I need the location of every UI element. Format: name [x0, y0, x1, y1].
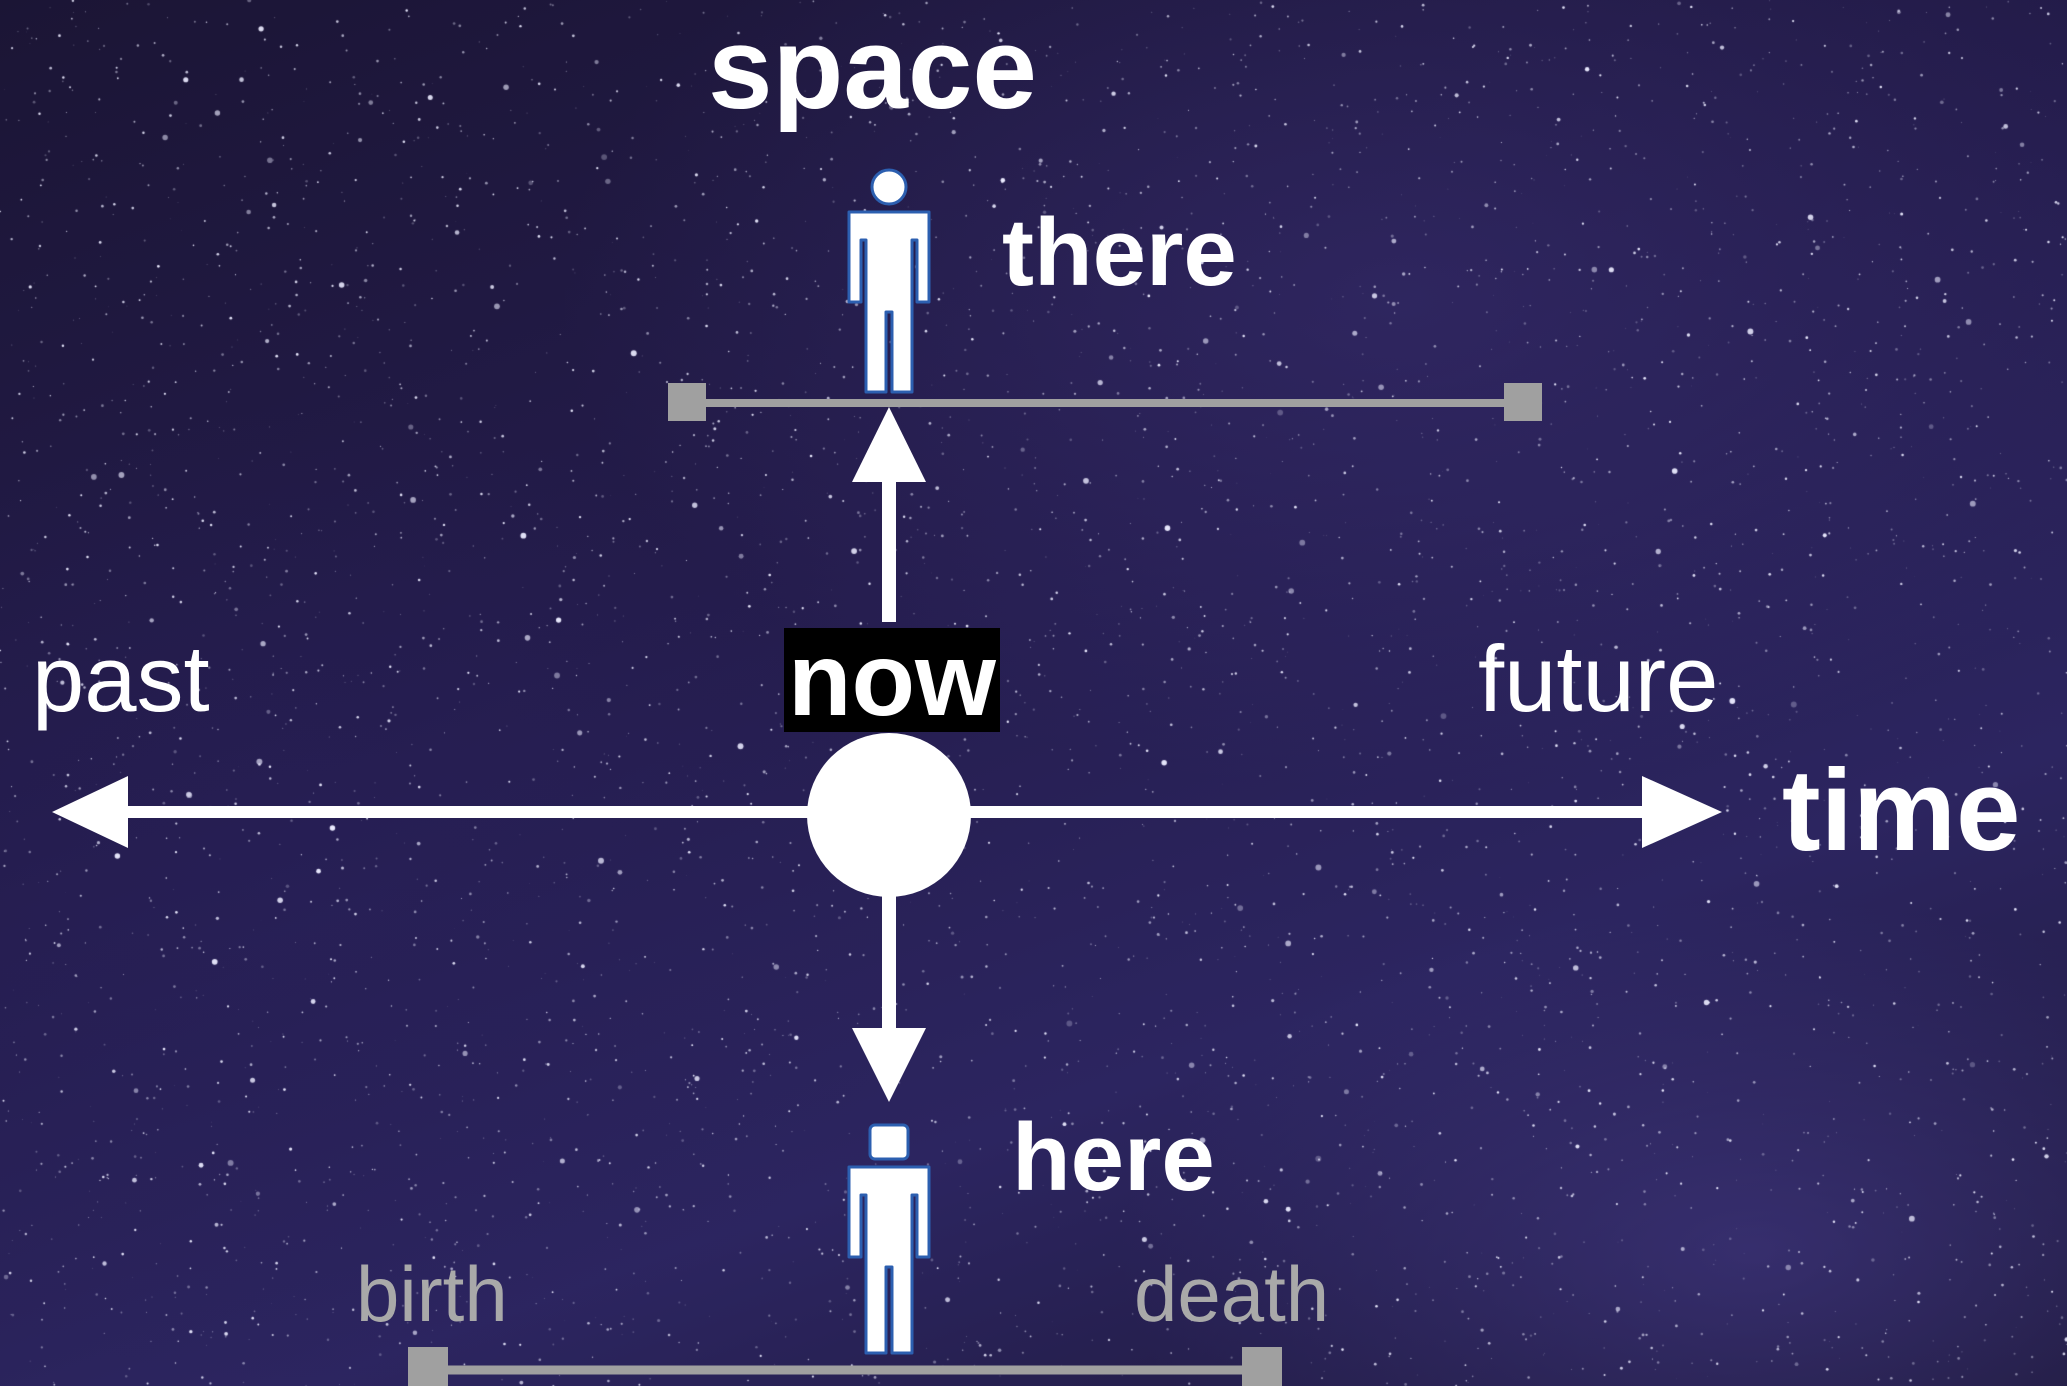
there-lifeline: [668, 383, 1542, 421]
now-label: now: [784, 628, 1000, 732]
future-label: future: [1478, 632, 1718, 726]
there-lifeline-end-cap: [1504, 383, 1542, 421]
birth-cap: [408, 1347, 448, 1386]
here-label: here: [1012, 1110, 1215, 1206]
death-label: death: [1134, 1255, 1329, 1333]
time-axis-label: time: [1782, 752, 2021, 868]
person-icon: [849, 170, 929, 392]
past-arrowhead: [52, 776, 128, 848]
space-up-arrowhead: [852, 407, 926, 482]
there-lifeline-start-cap: [668, 383, 706, 421]
space-axis-label: space: [708, 10, 1037, 126]
birth-label: birth: [356, 1255, 508, 1333]
person-icon: [849, 1125, 929, 1353]
there-label: there: [1002, 205, 1237, 301]
here-lifeline: [408, 1347, 1282, 1386]
past-label: past: [32, 632, 210, 726]
space-down-arrowhead: [852, 1028, 926, 1102]
death-cap: [1242, 1347, 1282, 1386]
future-arrowhead: [1642, 776, 1722, 848]
now-point: [807, 733, 971, 897]
